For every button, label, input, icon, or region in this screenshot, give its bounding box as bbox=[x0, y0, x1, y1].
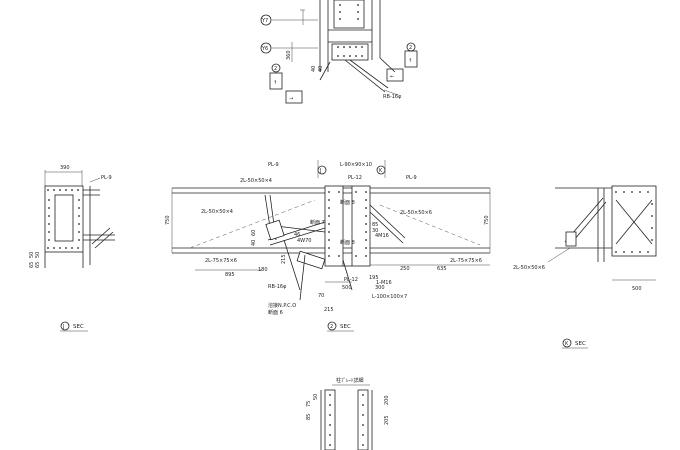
up-arrow-icon: ↑ bbox=[273, 80, 277, 86]
mid-dim-4w70: 4W70 bbox=[297, 238, 312, 244]
bottom-dim-50: 50 bbox=[313, 394, 319, 400]
mid-dim-895: 895 bbox=[225, 272, 235, 278]
mid-marker-k: K bbox=[376, 160, 386, 178]
mid-label-rb: RB-16φ bbox=[268, 284, 287, 290]
mid-label-l50-left2: 2L-50×50×4 bbox=[201, 209, 233, 215]
middle-section: J K PL-9 L-90×90×10 PL-12 PL-9 2L-50×50×… bbox=[165, 160, 491, 332]
grid-bubble-y7 bbox=[260, 14, 272, 26]
mid-dim-750-left: 750 bbox=[165, 215, 171, 225]
mid-dim-215b: 215 bbox=[324, 307, 334, 313]
left-bolts bbox=[47, 189, 80, 249]
mid-dim-46: 46 bbox=[294, 232, 300, 238]
up-arrow-icon: ↑ bbox=[408, 58, 412, 64]
left-dim-65a: 65 bbox=[29, 262, 35, 268]
mid-circle-k: K bbox=[379, 168, 383, 174]
mid-label-l100: L-100×100×7 bbox=[372, 294, 407, 300]
mid-dim-750-right: 750 bbox=[484, 215, 490, 225]
left-dim-65b: 65 bbox=[35, 262, 41, 268]
section-marker-right: 2 ↑ ← bbox=[386, 42, 418, 82]
mid-dim-250: 250 bbox=[400, 266, 410, 272]
left-pl-label: PL-9 bbox=[101, 175, 112, 181]
mid-dim-85: 85 bbox=[372, 222, 378, 228]
left-caption: J SEC bbox=[60, 321, 88, 332]
grid-bubble-y6 bbox=[260, 42, 272, 54]
mid-label-l75-right: 2L-75×75×6 bbox=[450, 258, 482, 264]
mid-sec-8b: 断面 8 bbox=[340, 239, 355, 246]
bottom-detail: 柱ﾌﾟﾚｰﾄ詳細 85 75 50 200 205 bbox=[306, 377, 390, 450]
right-arrow-icon: → bbox=[289, 96, 293, 102]
mid-label-pl12-bot: PL-12 bbox=[344, 277, 358, 283]
mid-label-pl12-top: PL-12 bbox=[348, 175, 362, 181]
top-rb-label: RB-16φ bbox=[383, 94, 402, 100]
bottom-dim-75: 75 bbox=[306, 401, 312, 407]
top-dim-40b: 40 bbox=[318, 66, 324, 72]
mid-dim-40: 40 bbox=[251, 240, 257, 246]
top-dim-40a: 40 bbox=[311, 66, 317, 72]
left-caption-circle: J bbox=[62, 324, 64, 330]
mid-label-nut: 4M16 bbox=[375, 233, 389, 239]
mid-dim-300: 300 bbox=[375, 285, 385, 291]
left-section: 390 PL-9 65 50 65 bbox=[29, 165, 115, 332]
right-caption-circle: K bbox=[565, 341, 569, 347]
left-arrow-icon: ← bbox=[390, 74, 394, 80]
left-caption-text: SEC bbox=[73, 324, 84, 330]
right-label-l50: 2L-50×50×6 bbox=[513, 265, 545, 271]
bottom-title: 柱ﾌﾟﾚｰﾄ詳細 bbox=[336, 377, 364, 384]
mid-dim-180: 180 bbox=[258, 267, 268, 273]
left-dim-390: 390 bbox=[60, 165, 70, 171]
grid-label-y7: Y7 bbox=[261, 18, 268, 24]
mid-dim-60: 60 bbox=[251, 230, 257, 236]
mid-label-pl9-right: PL-9 bbox=[406, 175, 417, 181]
mid-label-bolt-note: 溶接N.P.C.O bbox=[268, 302, 296, 309]
left-dim-50b: 50 bbox=[35, 252, 41, 258]
mid-bolts bbox=[328, 191, 367, 257]
mid-label-l90: L-90×90×10 bbox=[340, 162, 372, 168]
top-detail: Y7 Y6 360 40 40 2 ↑ → 2 ↑ ← RB-16φ bbox=[260, 0, 418, 104]
mid-label-l50-left1: 2L-50×50×4 bbox=[240, 178, 272, 184]
mid-caption-text: SEC bbox=[340, 324, 351, 330]
top-dim-360: 360 bbox=[286, 50, 292, 60]
bottom-bolts bbox=[329, 394, 364, 446]
right-caption: K SEC bbox=[562, 338, 588, 349]
mid-dim-635: 635 bbox=[437, 266, 447, 272]
mid-dim-30: 30 bbox=[372, 228, 378, 234]
mid-sec-7: 断面 7 bbox=[310, 219, 325, 226]
mid-dim-215: 215 bbox=[281, 254, 287, 264]
right-dim-500: 500 bbox=[632, 286, 642, 292]
mid-circle-j: J bbox=[319, 168, 321, 174]
marker-num-left: 2 bbox=[274, 66, 277, 72]
mid-sec-8a: 断面 8 bbox=[340, 199, 355, 206]
right-section: 2L-50×50×6 500 K SEC bbox=[513, 185, 657, 349]
mid-label-l75-left: 2L-75×75×6 bbox=[205, 258, 237, 264]
grid-label-y6: Y6 bbox=[261, 46, 268, 52]
mid-dim-70: 70 bbox=[318, 293, 324, 299]
bottom-dim-200: 200 bbox=[384, 395, 390, 405]
mid-marker-j: J bbox=[317, 160, 327, 178]
mid-caption: 2 SEC bbox=[327, 321, 354, 332]
right-caption-text: SEC bbox=[575, 341, 586, 347]
bottom-dim-85: 85 bbox=[306, 414, 312, 420]
bottom-dim-205: 205 bbox=[384, 415, 390, 425]
mid-dim-195: 195 bbox=[369, 275, 379, 281]
marker-num-right: 2 bbox=[409, 45, 412, 51]
top-bolts bbox=[337, 4, 363, 57]
mid-label-l50-right: 2L-50×50×6 bbox=[400, 210, 432, 216]
right-bolts bbox=[615, 191, 653, 253]
mid-label-pl9-left: PL-9 bbox=[268, 162, 279, 168]
section-marker-left: 2 ↑ → bbox=[269, 63, 303, 104]
mid-caption-circle: 2 bbox=[330, 324, 333, 330]
mid-dim-500: 500 bbox=[342, 285, 352, 291]
left-dim-50a: 50 bbox=[29, 252, 35, 258]
mid-label-m16: 1-M16 bbox=[376, 280, 392, 286]
mid-label-bolt-note2: 断面 6 bbox=[268, 309, 283, 316]
